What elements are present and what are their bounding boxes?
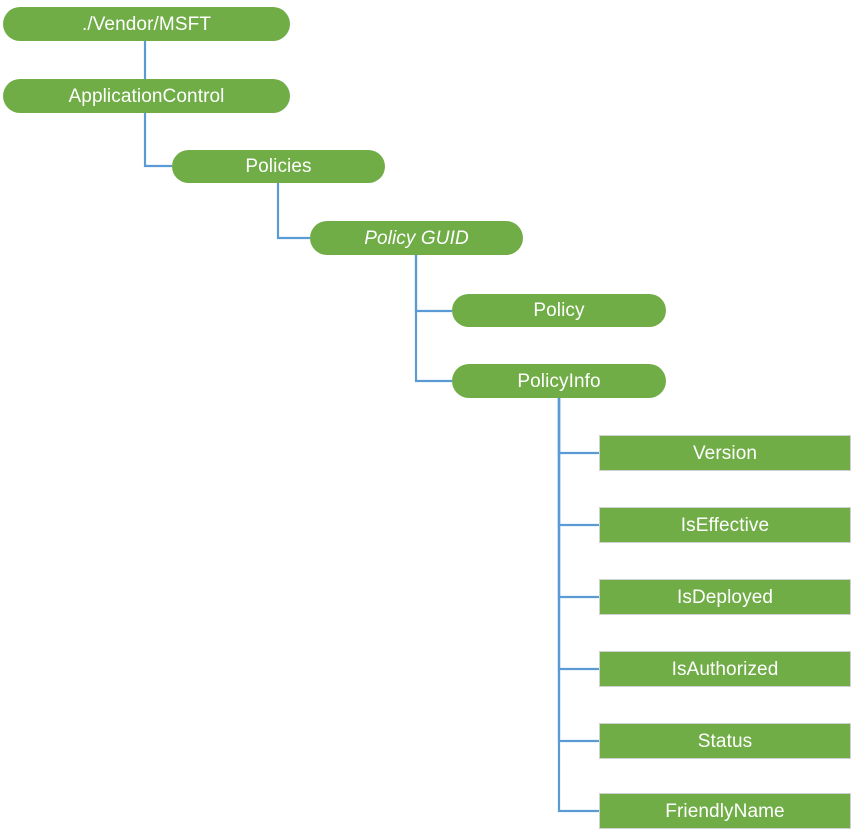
connector-policy-info-to-is-effective	[557, 398, 599, 527]
connector-policy-guid-to-policy	[414, 255, 452, 313]
node-is-authorized[interactable]: IsAuthorized	[599, 651, 851, 687]
node-application-control[interactable]: ApplicationControl	[3, 79, 290, 113]
node-policy[interactable]: Policy	[452, 294, 666, 327]
connector-application-control-to-policies	[143, 113, 172, 168]
node-label-status: Status	[697, 730, 753, 752]
node-friendly-name[interactable]: FriendlyName	[599, 793, 851, 829]
node-label-policy-guid: Policy GUID	[364, 227, 469, 249]
node-label-policy-info: PolicyInfo	[517, 370, 601, 392]
node-label-friendly-name: FriendlyName	[665, 800, 785, 822]
connector-policies-to-policy-guid	[276, 183, 310, 240]
node-label-version: Version	[692, 442, 758, 464]
node-is-deployed[interactable]: IsDeployed	[599, 579, 851, 615]
node-label-vendor-msft: ./Vendor/MSFT	[81, 13, 212, 35]
node-policy-guid[interactable]: Policy GUID	[310, 221, 523, 255]
node-label-is-authorized: IsAuthorized	[671, 658, 779, 680]
node-policies[interactable]: Policies	[172, 150, 385, 183]
node-is-effective[interactable]: IsEffective	[599, 507, 851, 543]
connector-policy-info-to-friendly-name	[557, 398, 599, 813]
node-label-application-control: ApplicationControl	[68, 85, 225, 107]
node-label-is-deployed: IsDeployed	[676, 586, 774, 608]
node-label-policies: Policies	[245, 156, 312, 177]
node-label-policy: Policy	[533, 300, 585, 321]
node-label-is-effective: IsEffective	[680, 514, 770, 536]
connector-policy-info-to-status	[557, 398, 599, 743]
node-status[interactable]: Status	[599, 723, 851, 759]
node-policy-info[interactable]: PolicyInfo	[452, 364, 666, 398]
connector-policy-info-to-is-deployed	[557, 398, 599, 599]
connector-policy-info-to-is-authorized	[557, 398, 599, 671]
node-version[interactable]: Version	[599, 435, 851, 471]
node-vendor-msft[interactable]: ./Vendor/MSFT	[3, 7, 290, 41]
connector-policy-guid-to-policy-info	[414, 255, 452, 383]
connector-policy-info-to-version	[557, 398, 599, 455]
